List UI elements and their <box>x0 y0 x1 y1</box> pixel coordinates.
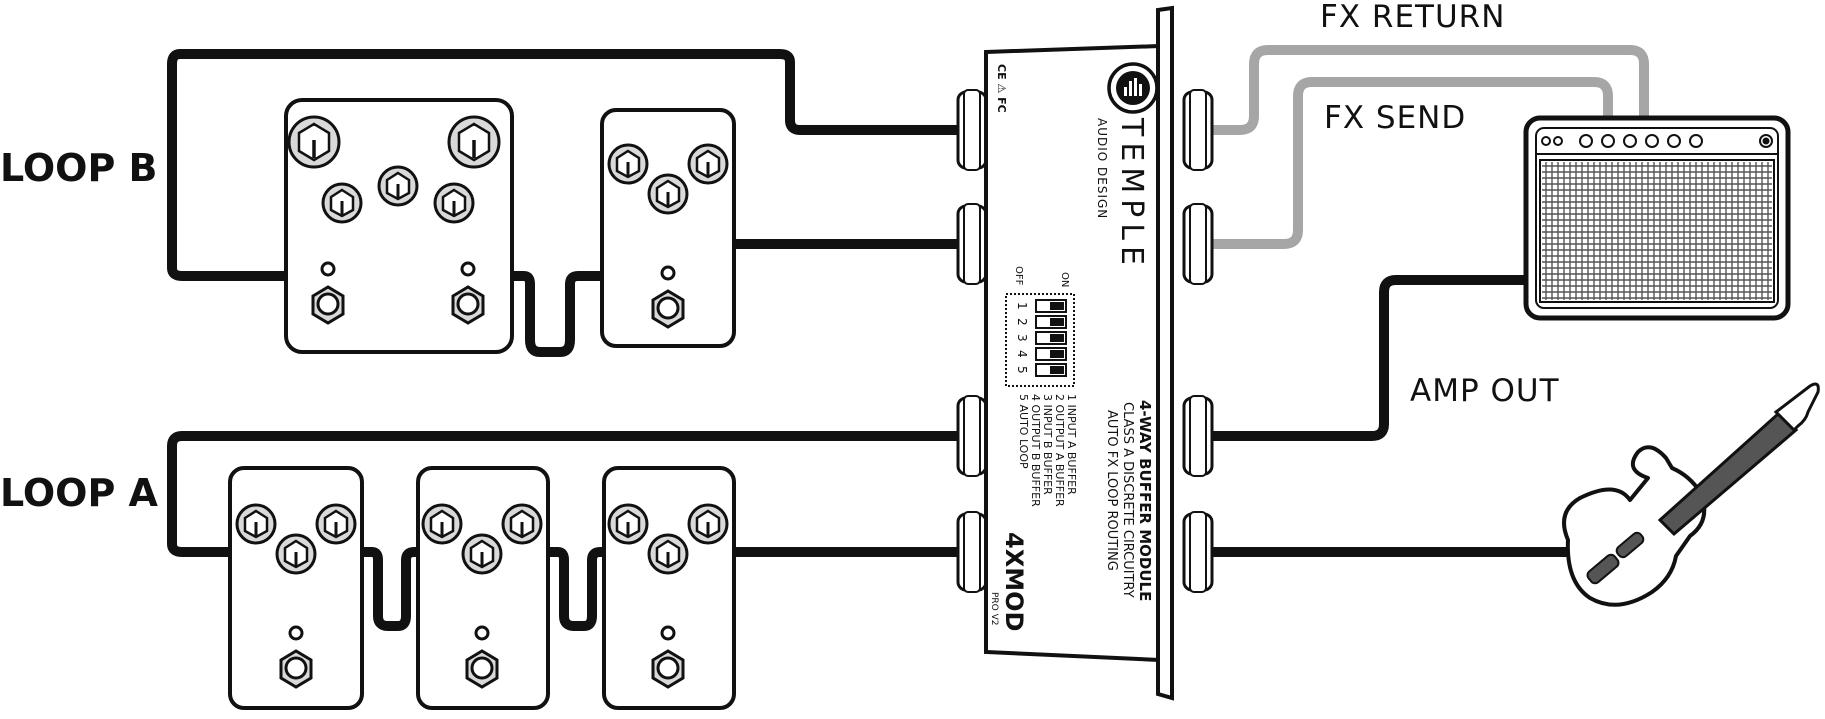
cable-loop-b-send <box>167 49 963 281</box>
loop-a-pedal-1 <box>228 466 364 710</box>
loop-b-large-pedal <box>284 98 514 354</box>
cable-loop-b-jumper <box>507 271 607 357</box>
dip-legend-2: 2 OUTPUT A BUFFER <box>1053 394 1066 507</box>
brand-name: TEMPLE <box>1114 117 1149 271</box>
module-line-2: CLASS A DISCRETE CIRCUITRY <box>1120 402 1135 598</box>
loop-a-label: LOOP A <box>0 471 159 515</box>
jack-loop-b-return <box>956 202 988 286</box>
module-flange <box>1156 5 1174 701</box>
cable-fx-return <box>1207 45 1649 135</box>
dip-switch-3[interactable] <box>1035 331 1067 345</box>
amplifier-icon <box>1523 115 1791 321</box>
cable-loop-a-jumper-1 <box>357 547 423 631</box>
module-title: 4-WAY BUFFER MODULE <box>1136 400 1154 601</box>
dip-off-label: OFF <box>1013 266 1024 286</box>
dip-number: 3 <box>1015 334 1029 342</box>
module-line-3: AUTO FX LOOP ROUTING <box>1104 410 1119 571</box>
loop-a-pedal-2 <box>416 466 550 710</box>
dip-switch-1[interactable] <box>1035 299 1067 313</box>
dip-number: 5 <box>1015 366 1029 374</box>
jack-loop-b-send <box>956 88 988 172</box>
loop-a-pedal-3 <box>602 466 736 710</box>
amp-out-label: AMP OUT <box>1410 373 1560 409</box>
model-version: PRO V2 <box>989 592 999 626</box>
model-name: 4XMOD <box>1000 532 1028 631</box>
fx-send-label: FX SEND <box>1324 100 1466 136</box>
jack-loop-a-send <box>956 394 988 478</box>
cable-loop-a-send <box>167 431 963 557</box>
jack-guitar-in <box>1182 510 1214 594</box>
dip-switch-2[interactable] <box>1035 315 1067 329</box>
dip-legend-1: 1 INPUT A BUFFER <box>1065 394 1078 495</box>
guitar-icon <box>1562 382 1820 607</box>
loop-b-label: LOOP B <box>0 146 158 190</box>
cable-loop-a-jumper-2 <box>543 547 609 631</box>
cert-marks: CE ⚠ FC <box>995 64 1008 113</box>
dip-number: 1 <box>1015 302 1029 310</box>
temple-logo-icon <box>1107 62 1159 114</box>
speaker-grille <box>1539 159 1775 303</box>
brand-subtitle: AUDIO DESIGN <box>1095 118 1109 219</box>
dip-number: 4 <box>1015 350 1029 358</box>
loop-b-small-pedal <box>600 108 736 348</box>
jack-fx-return <box>1182 88 1214 172</box>
dip-legend-3: 3 INPUT B BUFFER <box>1041 394 1054 495</box>
buffer-module: CE ⚠ FC TEMPLE AUDIO DESIGN ON OFF 1 2 3… <box>956 5 1214 701</box>
jack-fx-send <box>1182 202 1214 286</box>
cables <box>167 45 1649 631</box>
dip-legend-5: 5 AUTO LOOP <box>1017 394 1030 469</box>
dip-number: 2 <box>1015 318 1029 326</box>
cable-amp-out <box>1207 275 1535 441</box>
pedal-icon <box>284 98 514 354</box>
dip-switch-4[interactable] <box>1035 347 1067 361</box>
cable-fx-send <box>1207 77 1613 249</box>
jack-loop-a-return <box>956 510 988 594</box>
fx-return-label: FX RETURN <box>1320 0 1505 35</box>
dip-on-label: ON <box>1059 272 1070 287</box>
dip-switch[interactable]: 1 2 3 4 5 <box>1005 293 1075 387</box>
dip-legend-4: 4 OUTPUT B BUFFER <box>1029 394 1042 507</box>
dip-switch-5[interactable] <box>1035 363 1067 377</box>
jack-amp-out <box>1182 394 1214 478</box>
